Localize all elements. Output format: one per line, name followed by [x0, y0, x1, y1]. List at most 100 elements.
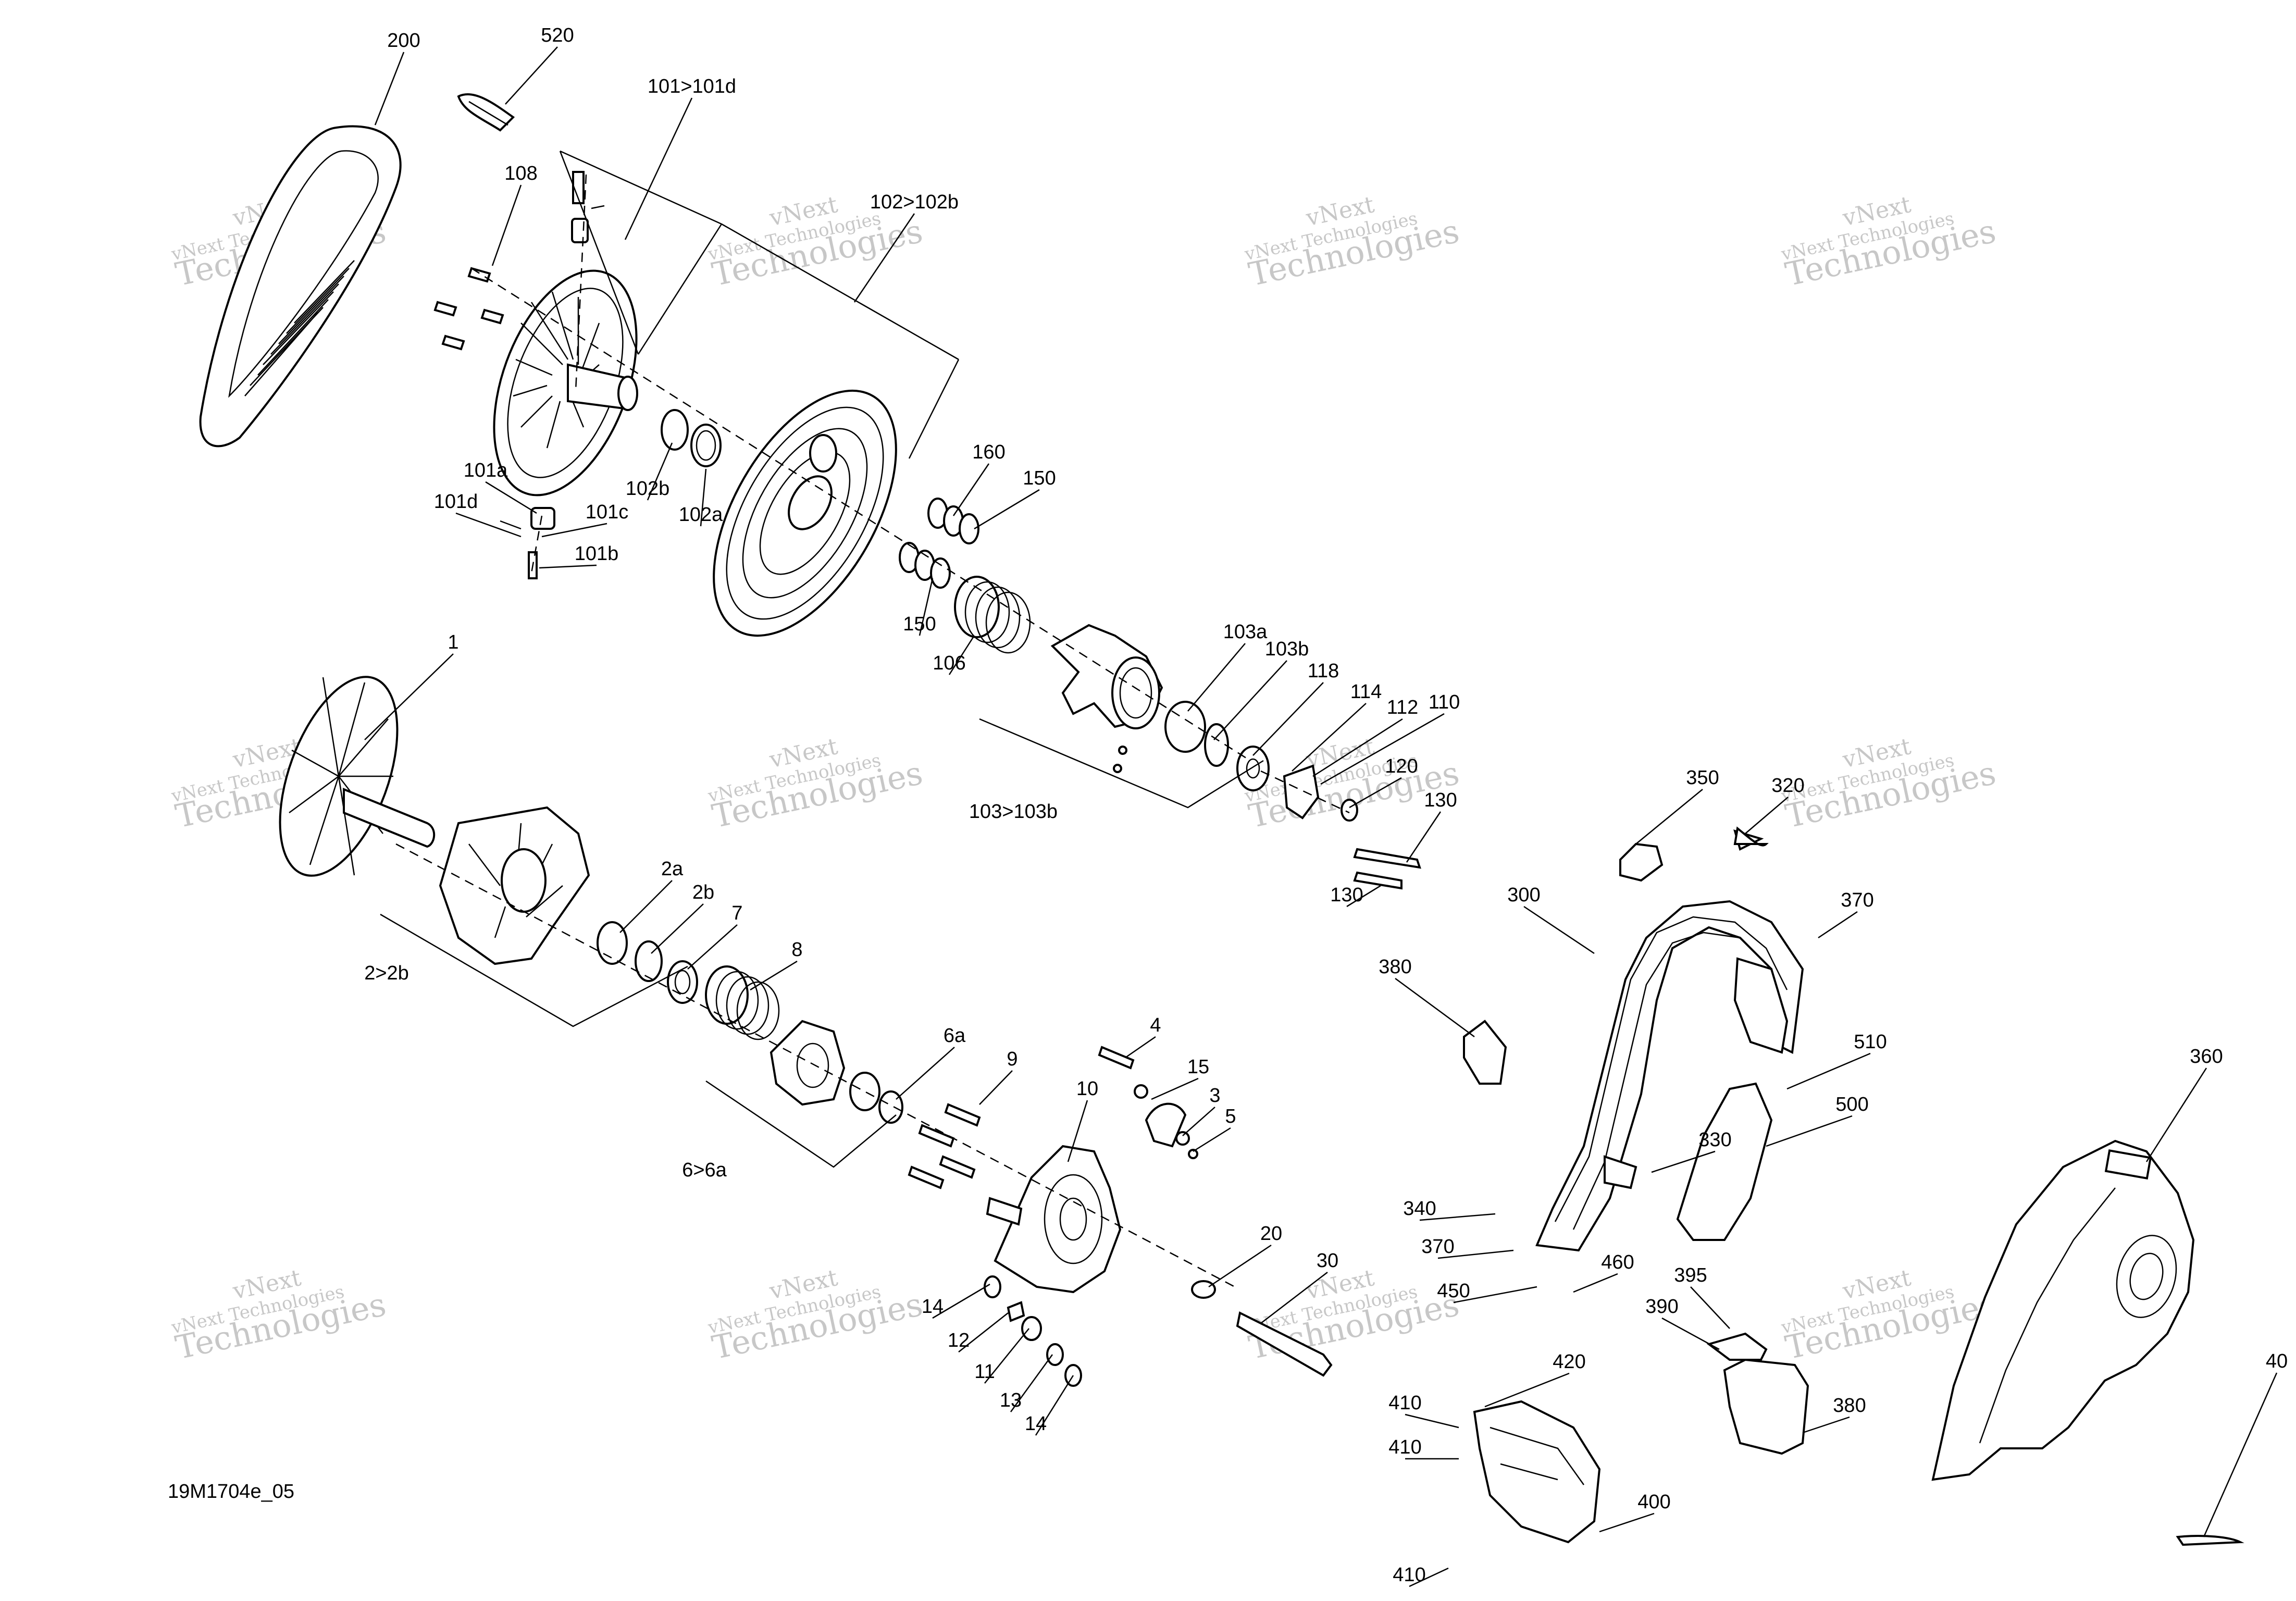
leader-line [1690, 1286, 1730, 1329]
callout-350: 350 [1686, 767, 1719, 789]
leader-line [1818, 911, 1858, 939]
callout-510: 510 [1854, 1031, 1887, 1053]
callout-380: 380 [1833, 1395, 1866, 1417]
leader-line [1406, 811, 1442, 863]
leader-line [984, 1328, 1029, 1384]
callout-110: 110 [1429, 691, 1460, 713]
callout-102b: 102b [626, 478, 670, 500]
callout-340: 340 [1403, 1198, 1436, 1220]
callout-420: 420 [1553, 1351, 1585, 1373]
spring-106 [954, 576, 1031, 654]
callout-11: 11 [974, 1361, 995, 1383]
callout-380: 380 [1379, 956, 1411, 978]
leader-line [647, 442, 673, 501]
bolts-108 [433, 267, 504, 351]
callout-120: 120 [1385, 755, 1418, 777]
callout-6a: 6a [944, 1025, 966, 1047]
callout-160: 160 [972, 441, 1005, 463]
washer-bolt-20-30 [1191, 1280, 1333, 1377]
callout-3: 3 [1209, 1085, 1220, 1107]
leader-line [1786, 1052, 1871, 1090]
callout-114: 114 [1350, 681, 1382, 703]
callout-400: 400 [1637, 1491, 1670, 1513]
callout-130: 130 [1424, 789, 1457, 811]
callout-5: 5 [1225, 1106, 1236, 1127]
callout-2b: 2b [692, 882, 714, 903]
leader-line [1312, 718, 1403, 777]
callout-460: 460 [1601, 1251, 1634, 1273]
callout-20: 20 [1260, 1223, 1282, 1245]
callout-360: 360 [2190, 1046, 2223, 1068]
leader-line [374, 52, 405, 126]
leader-line [948, 635, 975, 675]
leader-line [1766, 1115, 1853, 1147]
callout-12: 12 [948, 1330, 970, 1351]
callout-103-103b: 103>103b [969, 801, 1058, 823]
leader-line [1453, 1286, 1537, 1304]
drive-fixed-sheave-1 [279, 676, 436, 877]
drive-moving-sheave-2 [439, 806, 698, 1004]
callout-8: 8 [791, 939, 802, 961]
spider-6 [770, 1020, 903, 1124]
callout-200: 200 [387, 30, 420, 52]
leader-line [1802, 1416, 1850, 1434]
leader-line [455, 512, 522, 538]
callout-40: 40 [2266, 1350, 2288, 1372]
callout-450: 450 [1437, 1280, 1470, 1302]
governor-cup-10 [986, 1145, 1122, 1294]
callout-102a: 102a [679, 504, 723, 526]
leader-line [491, 184, 522, 266]
leader-line [539, 564, 597, 569]
callout-6-6a: 6>6a [682, 1159, 727, 1181]
callout-103b: 103b [1265, 638, 1309, 660]
callout-14: 14 [922, 1296, 944, 1318]
guard-frame-300 [1535, 900, 1804, 1252]
leader-line [1405, 1413, 1459, 1429]
leader-line [1252, 682, 1324, 756]
leader-line [1409, 1567, 1449, 1587]
leader-line [1213, 660, 1287, 740]
drive-belt-200 [199, 125, 402, 448]
callout-390: 390 [1645, 1296, 1678, 1318]
leader-line [1182, 1107, 1215, 1136]
callout-410: 410 [1388, 1436, 1421, 1458]
callout-330: 330 [1698, 1129, 1731, 1151]
leader-line [1651, 1150, 1716, 1173]
callout-410: 410 [1393, 1564, 1425, 1586]
small-hardware-3-4-5-9-15 [908, 1046, 1198, 1189]
callout-101c: 101c [586, 501, 628, 523]
callout-500: 500 [1835, 1094, 1868, 1115]
callout-14: 14 [1025, 1413, 1047, 1435]
leader-line [1125, 1036, 1156, 1059]
callout-13: 13 [1000, 1389, 1022, 1411]
leader-line [2203, 1372, 2278, 1537]
o-rings-150-160 [899, 498, 979, 589]
leader-line [974, 489, 1040, 530]
leader-line [1635, 789, 1703, 845]
leader-line [687, 924, 738, 970]
callout-370: 370 [1841, 889, 1873, 911]
callout-1: 1 [448, 631, 458, 653]
callout-112: 112 [1387, 697, 1419, 718]
leader-line [619, 880, 673, 933]
leader-line [364, 653, 454, 740]
callout-320: 320 [1771, 775, 1804, 797]
spring-8 [705, 965, 780, 1040]
callout-101-101d: 101>101d [648, 76, 736, 97]
leader-line [1035, 1375, 1074, 1436]
leader-line [1187, 643, 1246, 712]
callout-2-2b: 2>2b [364, 962, 409, 984]
leader-line [919, 578, 934, 636]
callout-410: 410 [1388, 1392, 1421, 1414]
leader-line [485, 481, 537, 514]
cotter-pin-520 [457, 93, 515, 132]
callout-10: 10 [1076, 1078, 1098, 1100]
group-bracket-lines [380, 150, 1264, 1168]
